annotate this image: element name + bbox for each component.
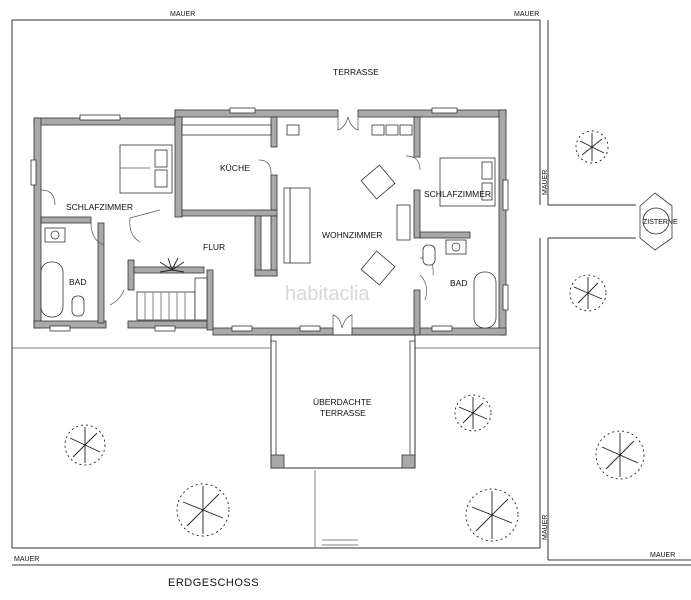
room-label-schlafzimmer-left: SCHLAFZIMMER (66, 202, 133, 212)
tree-6 (176, 483, 230, 537)
doors (40, 116, 434, 329)
mauer-label-top-left: MAUER (170, 11, 195, 18)
windows (30, 107, 509, 332)
covered-terrace (270, 334, 416, 469)
room-label-ueberdachte-1: ÜBERDACHTE (313, 397, 372, 407)
tree-4 (64, 424, 106, 466)
watermark: habitaclia (285, 283, 370, 305)
room-label-bad-left: BAD (69, 277, 86, 287)
furniture (40, 124, 497, 329)
trees (64, 130, 645, 542)
room-label-bad-right: BAD (450, 278, 467, 288)
room-label-schlafzimmer-right: SCHLAFZIMMER (424, 189, 491, 199)
tree-1 (575, 130, 609, 164)
mauer-label-top-right: MAUER (514, 11, 539, 18)
floor-title: ERDGESCHOSS (168, 577, 259, 589)
room-label-terrasse: TERRASSE (333, 67, 379, 77)
tree-2 (569, 274, 607, 312)
cistern (639, 192, 673, 251)
mauer-label-bottom-left: MAUER (14, 556, 39, 563)
room-label-ueberdachte-2: TERRASSE (320, 408, 366, 418)
cistern-label: ZISTERNE (643, 219, 678, 226)
mauer-label-right-upper: MAUER (542, 170, 549, 195)
house-walls (33, 109, 507, 336)
tree-7 (465, 488, 519, 542)
mauer-label-right-lower: MAUER (542, 515, 549, 540)
room-label-wohnzimmer: WOHNZIMMER (322, 230, 382, 240)
mauer-label-bottom-right: MAUER (650, 552, 675, 559)
room-label-kueche: KÜCHE (220, 163, 250, 173)
tree-5 (595, 430, 645, 480)
boundary-walls (11, 19, 691, 566)
tree-3 (454, 394, 492, 432)
room-label-flur: FLUR (203, 242, 225, 252)
